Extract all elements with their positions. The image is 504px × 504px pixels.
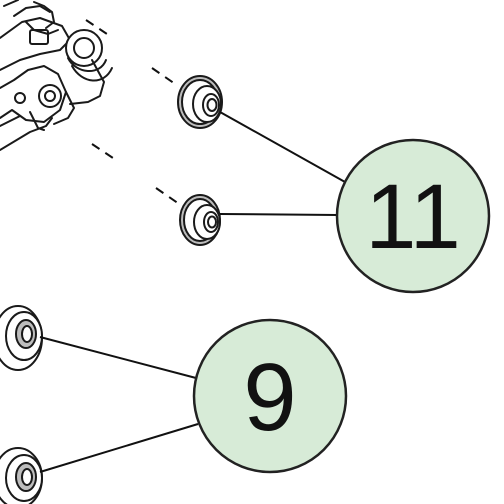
leader-lines [39, 111, 346, 473]
callout-number: 9 [243, 344, 296, 451]
callout-circle [192, 318, 348, 474]
flange-nut-icon [0, 305, 43, 371]
leader-line-11-upper [219, 111, 346, 183]
dashed-axis-lines [85, 19, 183, 207]
leader-line-9-lower [39, 423, 199, 473]
flange-nut-icon [179, 194, 221, 246]
flange-nut-icon [0, 447, 43, 504]
hinge-bracket-icon [0, 0, 113, 151]
flange-nut-icon [177, 75, 223, 129]
leader-line-11-lower [219, 213, 339, 216]
callout-11: 11 [335, 138, 491, 294]
callout-9: 9 [192, 318, 348, 474]
leader-line-9-upper [39, 336, 197, 379]
callout-number: 11 [365, 166, 461, 268]
callout-circle [335, 138, 491, 294]
